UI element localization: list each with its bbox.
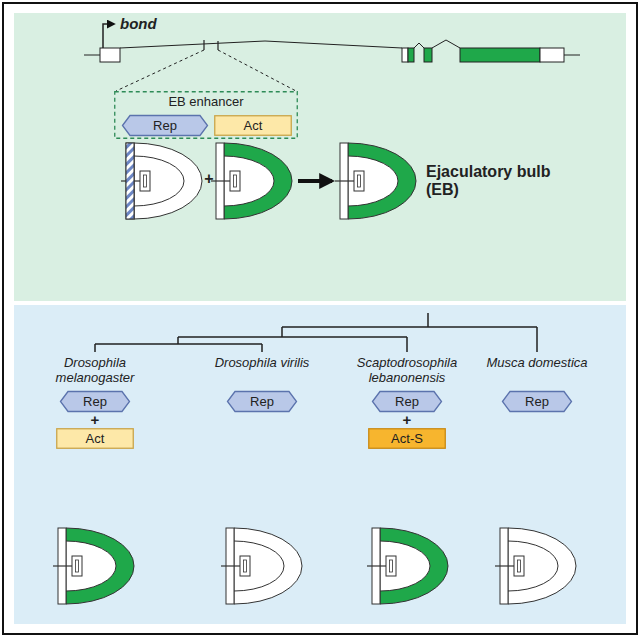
gene-name: bond <box>120 15 180 32</box>
bottom-panel <box>14 305 626 624</box>
frame <box>3 3 637 634</box>
node-label: Act <box>86 431 105 446</box>
eb-scaptodrosophila <box>367 528 448 604</box>
node-label: EB enhancer <box>168 94 243 109</box>
species-name: Drosophila virilis <box>200 355 324 370</box>
species-name: Musca domestica <box>475 355 599 370</box>
eb-musca <box>495 528 576 604</box>
annotation: Ejaculatory bulb (EB) <box>426 163 586 199</box>
repressor-element: Rep <box>60 391 130 412</box>
repressor-element: Rep <box>122 115 208 136</box>
annotation: + <box>201 170 217 188</box>
result-arrow <box>298 179 332 183</box>
node-label: Act <box>244 118 263 133</box>
eb-activated <box>211 143 292 219</box>
activator-element: Act-S <box>368 428 446 449</box>
node-label: Act-S <box>391 431 423 446</box>
eb-repressed <box>121 143 202 219</box>
node-label: Rep <box>250 394 274 409</box>
repressor-element: Rep <box>227 391 297 412</box>
node-label: Rep <box>153 118 177 133</box>
enhancer-box: EB enhancerRep Act <box>114 91 298 139</box>
node-label: Rep <box>525 394 549 409</box>
activator-element: Act <box>56 428 134 449</box>
repressor-bar <box>126 143 134 219</box>
repressor-element: Rep <box>372 391 442 412</box>
annotation: + <box>87 411 103 428</box>
node-label: Rep <box>83 394 107 409</box>
eb-result <box>335 143 416 219</box>
top-panel <box>14 13 626 301</box>
species-name: Drosophila melanogaster <box>33 355 157 385</box>
phylogeny <box>95 313 537 352</box>
species-name: Scaptodrosophila lebanonensis <box>345 355 469 385</box>
repressor-element: Rep <box>502 391 572 412</box>
eb-virilis <box>221 528 302 604</box>
gene-model <box>84 24 580 91</box>
node-label: Rep <box>395 394 419 409</box>
annotation: + <box>399 411 415 428</box>
activator-element: Act <box>214 115 292 136</box>
eb-melanogaster <box>53 528 134 604</box>
